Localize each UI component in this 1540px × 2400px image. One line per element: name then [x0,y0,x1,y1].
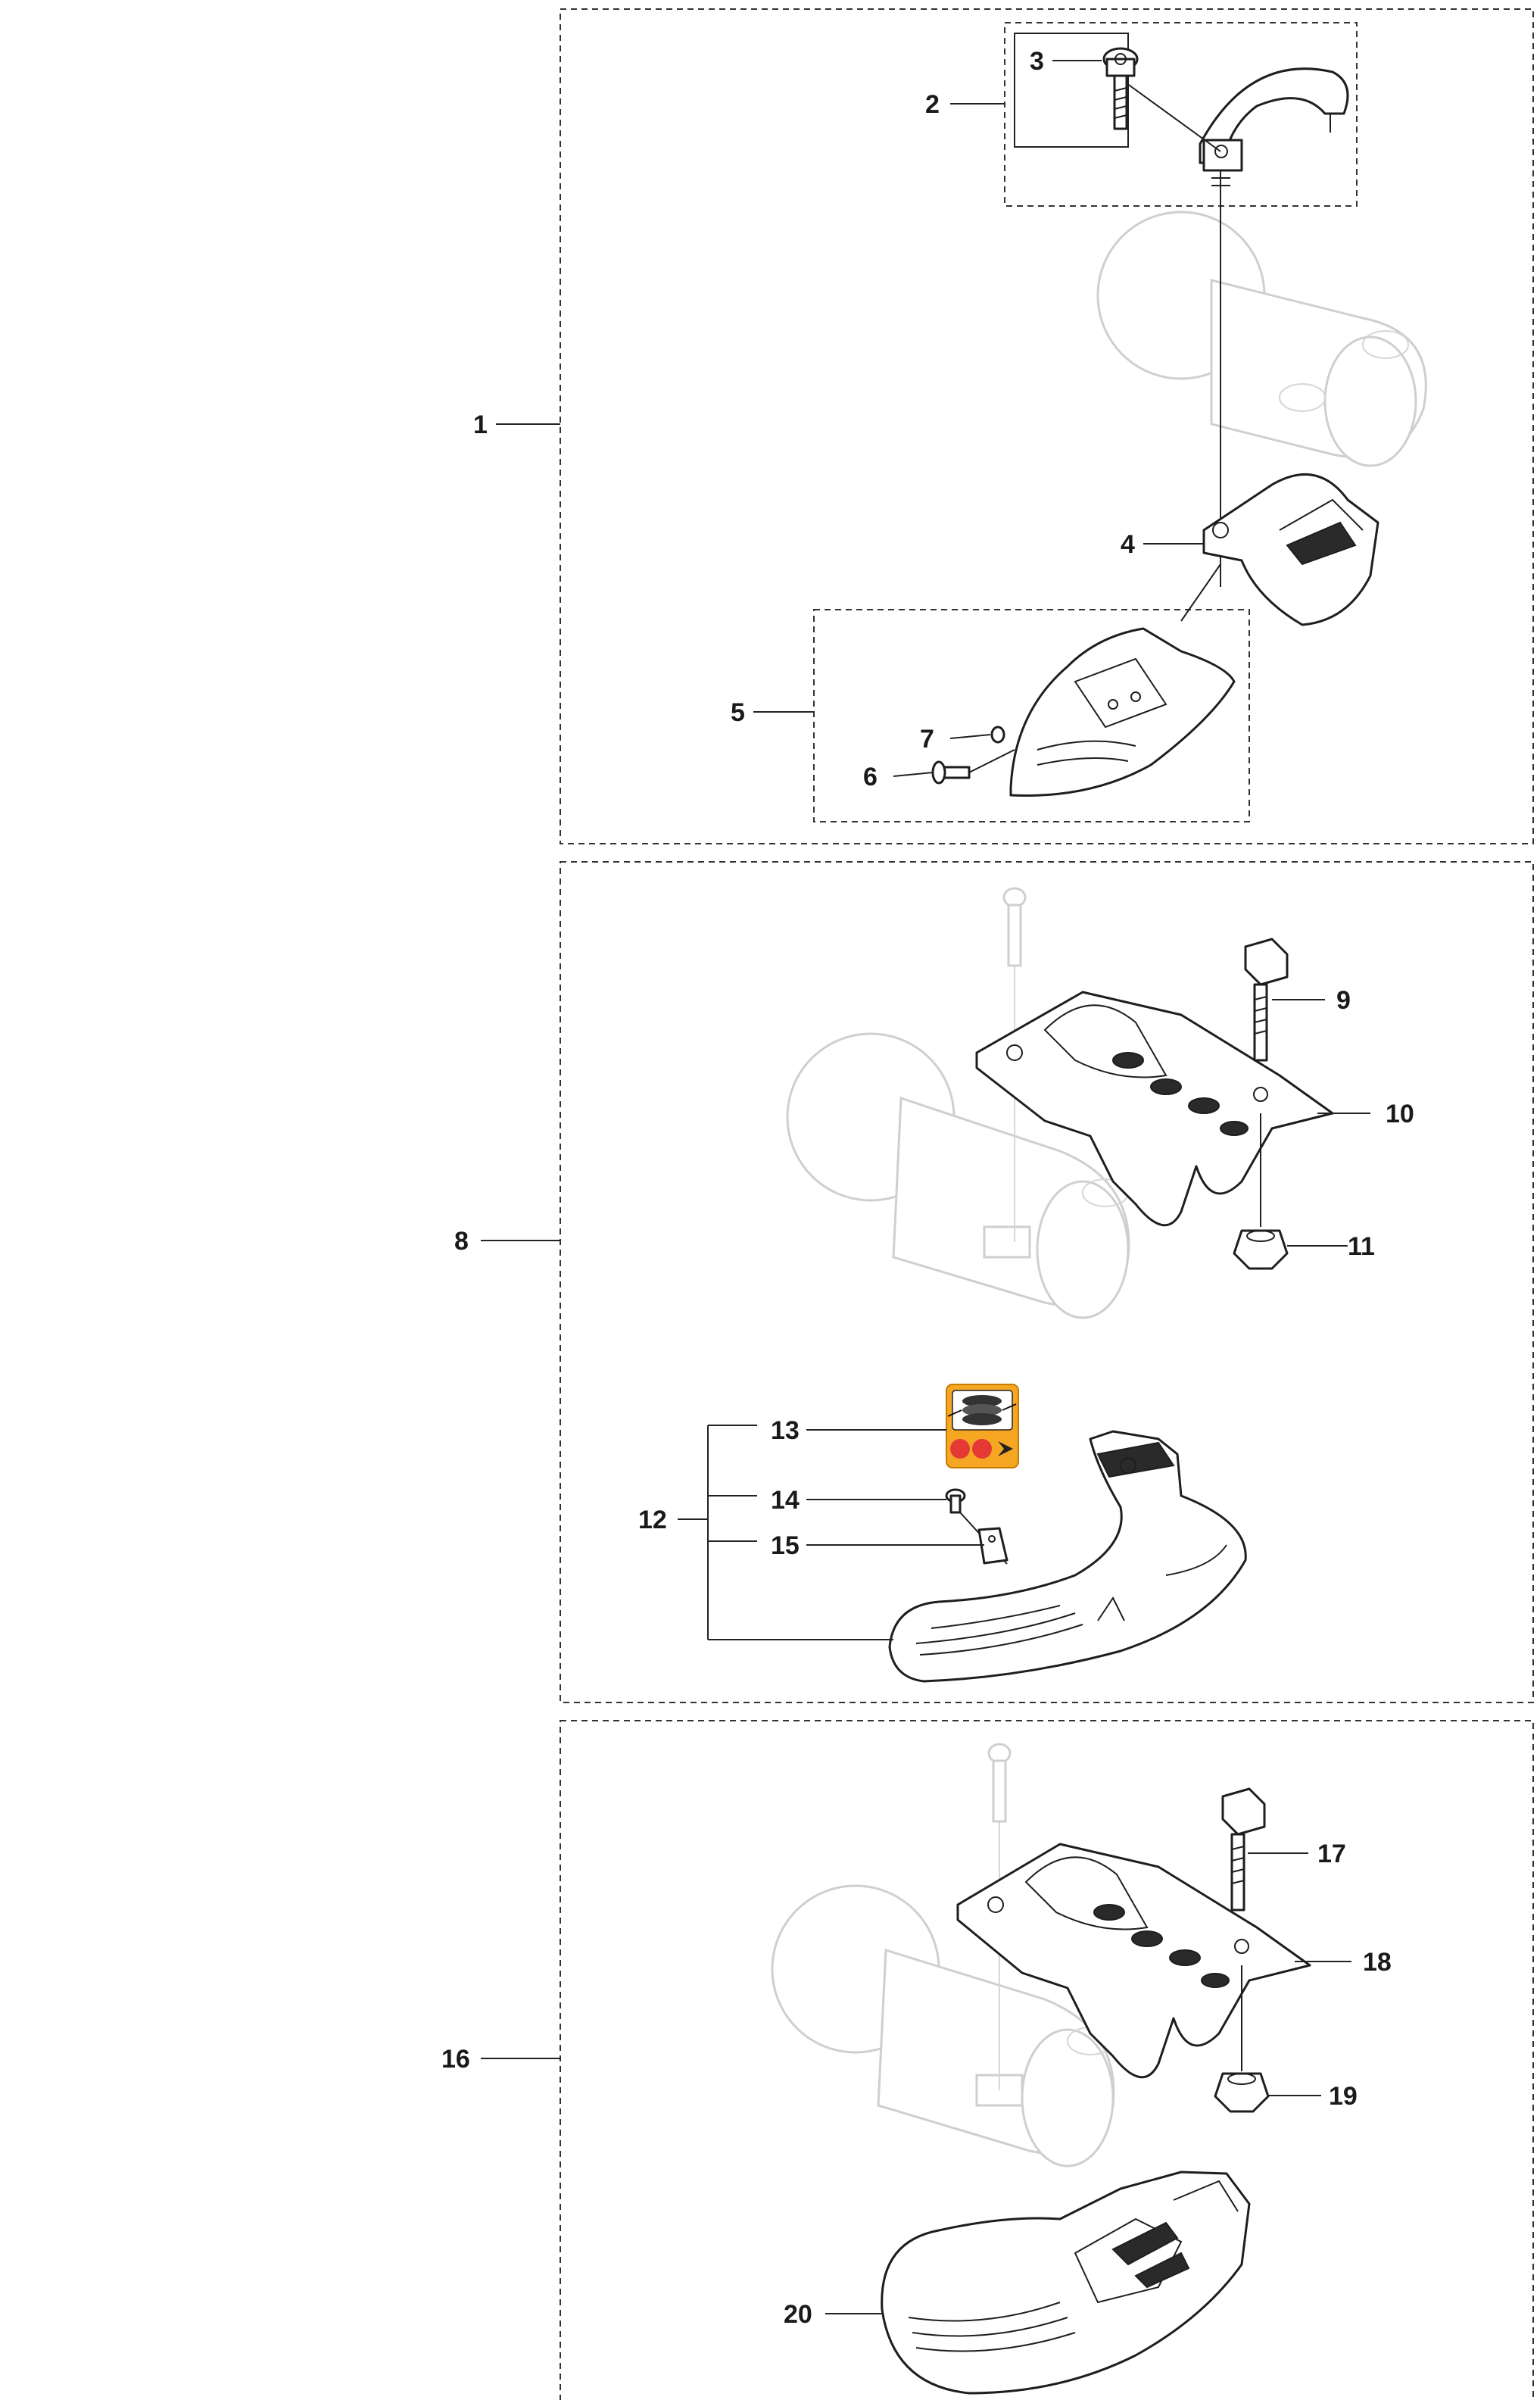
callout-2: 2 [925,90,940,119]
assembly-box-2 [1004,22,1358,207]
callout-20: 20 [784,2300,812,2329]
assembly-box-16 [560,1720,1534,2400]
callout-13: 13 [771,1416,800,1445]
guard-part-5 [1009,563,1236,797]
assembly-box-5 [813,609,1250,822]
nut-part-11 [1233,1229,1289,1270]
callout-7: 7 [920,725,934,754]
callout-4: 4 [1121,530,1135,559]
heat-shield-part-10 [975,991,1334,1227]
decal-part-13 [946,1384,1019,1468]
trimmer-head-decal-icon [947,1395,1017,1425]
guard-part-20 [881,2171,1251,2395]
callout-16: 16 [441,2045,470,2074]
callout-3: 3 [1030,47,1044,76]
callout-15: 15 [771,1531,800,1560]
ghost-gearhead-16 [771,1884,1115,2167]
leader-lines [481,60,1370,2314]
clamp-part-2 [1199,67,1349,193]
callout-6: 6 [863,763,878,791]
screw-part-6 [931,749,1015,785]
nut-part-19 [1214,2072,1270,2113]
callout-11: 11 [1348,1232,1375,1261]
ghost-screw-16 [987,1743,1012,1823]
ghost-gearhead-1 [1096,211,1427,467]
ghost-screw-8 [1002,887,1027,967]
screw-part-3 [1102,47,1221,152]
callout-9: 9 [1336,986,1351,1015]
callout-19: 19 [1329,2082,1358,2111]
guard-part-12 [888,1430,1247,1683]
screw-part-17 [1221,1787,1266,2071]
callout-17: 17 [1317,1840,1346,1868]
callout-5: 5 [731,698,745,727]
assembly-box-1 [560,8,1534,844]
washer-part-7 [990,726,1005,744]
guard-bracket-part-4 [1202,473,1379,626]
callout-10: 10 [1386,1100,1414,1128]
ghost-gearhead-8 [786,1032,1130,1319]
callout-1: 1 [473,410,488,439]
sub-box-3 [1014,33,1129,148]
plate-part-15 [977,1527,1008,1565]
callout-8: 8 [454,1227,469,1256]
heat-shield-part-18 [956,1843,1311,2079]
callout-12: 12 [638,1506,667,1534]
callout-18: 18 [1363,1948,1392,1977]
callout-14: 14 [771,1486,800,1515]
bracket-12 [678,1425,893,1640]
assembly-box-8 [560,861,1534,1703]
screw-part-9 [1244,938,1289,1227]
callout-labels: 1 2 3 4 5 7 6 8 9 10 11 13 14 12 15 16 1… [441,47,1414,2329]
